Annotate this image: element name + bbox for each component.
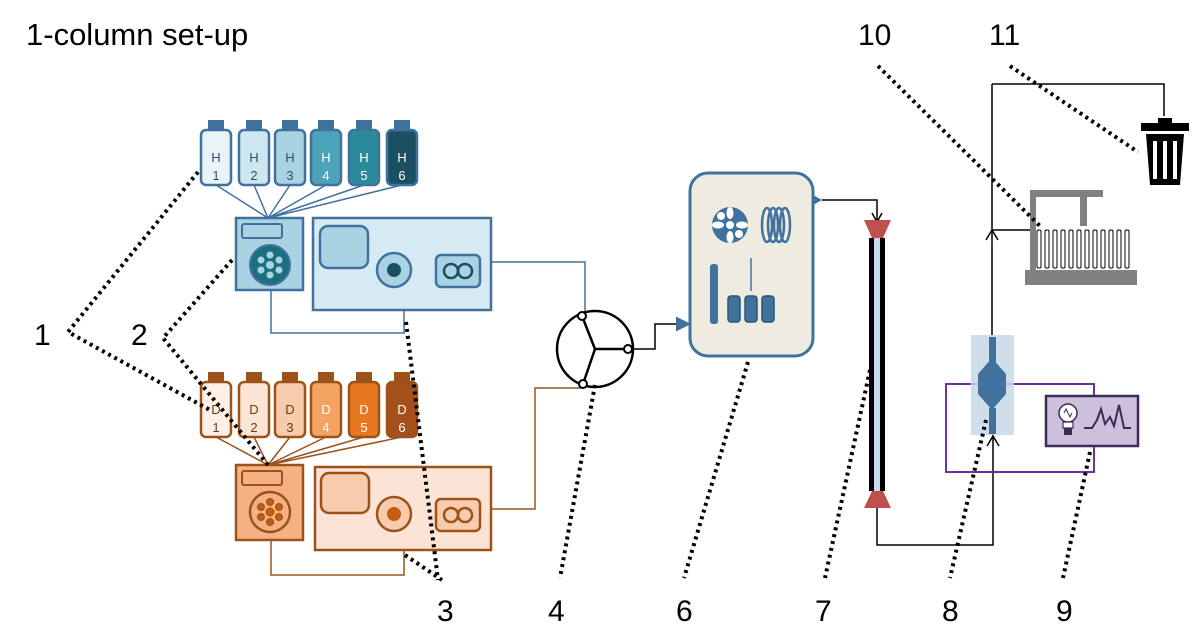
column-to-detector-line bbox=[876, 432, 994, 546]
h-bottle-4-letter: H bbox=[321, 150, 330, 165]
h-bottle-2: H 2 bbox=[237, 120, 271, 187]
h-bottle-5: H 5 bbox=[347, 120, 381, 187]
d-selection-valve-module bbox=[234, 463, 305, 542]
label-9: 9 bbox=[1056, 595, 1073, 628]
h-solvent-lines bbox=[215, 184, 403, 219]
h-solvent-bottles: H 1 H 2 H 3 H 4 H 5 bbox=[199, 120, 419, 187]
d-bottle-4-letter: D bbox=[321, 402, 330, 417]
d-bottle-5: D 5 bbox=[347, 372, 381, 439]
h-bottle-1: H 1 bbox=[199, 120, 233, 187]
h-bottle-2-number: 2 bbox=[250, 168, 257, 183]
h-selection-valve-module bbox=[234, 216, 305, 292]
d-bottle-2: D 2 bbox=[237, 372, 271, 439]
d-bottle-5-number: 5 bbox=[360, 420, 367, 435]
label-6: 6 bbox=[676, 595, 693, 628]
d-bottle-6-letter: D bbox=[397, 402, 406, 417]
to-waste-line bbox=[992, 83, 1165, 116]
h-bottle-4-number: 4 bbox=[322, 168, 329, 183]
h-bottle-6: H 6 bbox=[385, 120, 419, 187]
switching-valve bbox=[555, 309, 635, 389]
autosampler-module bbox=[688, 171, 815, 358]
d-bottle-2-letter: D bbox=[249, 402, 258, 417]
d-recirculation-line bbox=[270, 540, 405, 576]
h-bottle-3-number: 3 bbox=[286, 168, 293, 183]
label-8: 8 bbox=[942, 595, 959, 628]
h-bottle-1-letter: H bbox=[211, 150, 220, 165]
d-bottle-6-number: 6 bbox=[398, 420, 405, 435]
diagram-title: 1-column set-up bbox=[26, 17, 248, 52]
h-bottle-1-number: 1 bbox=[212, 168, 219, 183]
h-bottle-4: H 4 bbox=[309, 120, 343, 187]
d-solvent-lines bbox=[215, 436, 403, 466]
valve-to-autosampler-line bbox=[632, 316, 691, 350]
label-2: 2 bbox=[131, 319, 148, 352]
label-1: 1 bbox=[34, 319, 51, 352]
h-bottle-6-number: 6 bbox=[398, 168, 405, 183]
h-bottle-3: H 3 bbox=[273, 120, 307, 187]
h-to-valve-line bbox=[491, 261, 586, 315]
d-bottle-4: D 4 bbox=[309, 372, 343, 439]
leader-lines bbox=[64, 64, 1140, 582]
label-7: 7 bbox=[815, 595, 832, 628]
d-bottle-3: D 3 bbox=[273, 372, 307, 439]
d-pump-module bbox=[313, 465, 493, 552]
h-bottle-5-letter: H bbox=[359, 150, 368, 165]
d-solvent-bottles: D 1 D 2 D 3 D 4 D 5 bbox=[199, 372, 419, 439]
d-bottle-6: D 6 bbox=[385, 372, 419, 439]
chromatography-column bbox=[864, 220, 891, 508]
d-bottle-2-number: 2 bbox=[250, 420, 257, 435]
d-bottle-3-letter: D bbox=[285, 402, 294, 417]
chromatogram-icon bbox=[1084, 404, 1131, 430]
label-4: 4 bbox=[548, 595, 565, 628]
h-bottle-5-number: 5 bbox=[360, 168, 367, 183]
d-bottle-5-letter: D bbox=[359, 402, 368, 417]
h-recirculation-line bbox=[270, 290, 405, 334]
d-bottle-3-number: 3 bbox=[286, 420, 293, 435]
detector-unit bbox=[1044, 394, 1140, 448]
d-bottle-1-letter: D bbox=[211, 402, 220, 417]
waste-bin-icon bbox=[1141, 118, 1189, 185]
h-bottle-3-letter: H bbox=[285, 150, 294, 165]
label-10: 10 bbox=[858, 19, 891, 52]
d-bottle-1-number: 1 bbox=[212, 420, 219, 435]
h-bottle-6-letter: H bbox=[397, 150, 406, 165]
lamp-icon bbox=[1058, 403, 1078, 435]
label-11: 11 bbox=[989, 19, 1020, 52]
d-bottle-4-number: 4 bbox=[322, 420, 329, 435]
h-pump-module bbox=[311, 216, 493, 312]
flow-cell bbox=[971, 335, 1014, 435]
label-3: 3 bbox=[437, 595, 454, 628]
autosampler-to-column-line bbox=[822, 199, 878, 220]
fraction-collector bbox=[1025, 190, 1137, 285]
h-bottle-2-letter: H bbox=[249, 150, 258, 165]
d-to-valve-line bbox=[491, 387, 583, 510]
autosampler-outlet-arrow bbox=[813, 195, 822, 205]
